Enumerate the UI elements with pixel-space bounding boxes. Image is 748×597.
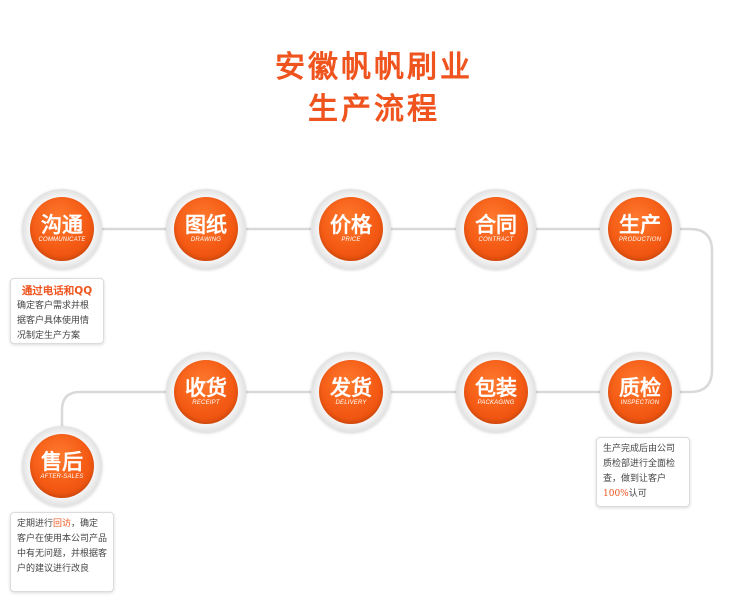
note-inspection-highlight: 100% [603,489,629,499]
note-aftersales-text: 定期进行 [17,519,54,529]
note-aftersales-highlight: 回访 [53,519,72,529]
note-aftersales: 定期进行回访，确定客户在使用本公司产品中有无问题，并根据客户的建议进行改良 [10,512,114,592]
page-subtitle: 生产流程 [308,92,440,127]
note-inspection: 生产完成后由公司质检部进行全面检查，做到让客户 100%认可 [596,437,690,507]
note-inspection-text: 生产完成后由公司质检部进行全面检查，做到让客户 [603,444,676,484]
page-title: 安徽帆帆刷业 [275,50,473,85]
note-communicate: 通过电话和QQ 确定客户需求并根据客户具体使用情况制定生产方案 [10,278,104,344]
connector-path [60,227,714,470]
note-communicate-title: 通过电话和QQ [21,285,93,297]
note-communicate-text: 确定客户需求并根据客户具体使用情况制定生产方案 [17,301,90,341]
note-aftersales-end: ，确定客户在使用本公司产品中有无问题，并根据客户的建议进行改良 [17,519,108,574]
note-inspection-end: 认可 [628,489,647,499]
